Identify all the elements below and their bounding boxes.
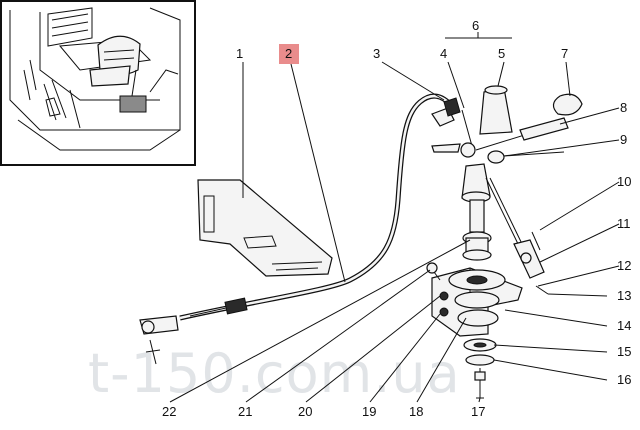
link-rod	[485, 177, 549, 295]
callout-8[interactable]: 8	[620, 100, 627, 115]
callout-22[interactable]: 22	[162, 404, 176, 419]
control-cable	[139, 93, 452, 365]
callout-3[interactable]: 3	[373, 46, 380, 61]
highlight-box-2	[279, 44, 299, 64]
callout-1[interactable]: 1	[236, 46, 243, 61]
callout-18[interactable]: 18	[409, 404, 423, 419]
callout-21[interactable]: 21	[238, 404, 252, 419]
gear-lever-assembly	[431, 85, 583, 261]
lever-bracket	[426, 262, 523, 399]
callout-5[interactable]: 5	[498, 46, 505, 61]
callout-11[interactable]: 11	[617, 216, 631, 231]
callout-2[interactable]: 2	[285, 46, 292, 61]
callout-17[interactable]: 17	[471, 404, 485, 419]
callout-15[interactable]: 15	[617, 344, 631, 359]
callout-14[interactable]: 14	[617, 318, 631, 333]
callout-20[interactable]: 20	[298, 404, 312, 419]
part-1-plate	[197, 179, 333, 277]
callout-6[interactable]: 6	[472, 18, 479, 33]
callout-13[interactable]: 13	[617, 288, 631, 303]
callout-7[interactable]: 7	[561, 46, 568, 61]
leader-lines	[169, 32, 620, 403]
callout-12[interactable]: 12	[617, 258, 631, 273]
callout-9[interactable]: 9	[620, 132, 627, 147]
callout-10[interactable]: 10	[617, 174, 631, 189]
callout-16[interactable]: 16	[617, 372, 631, 387]
cab-inset	[0, 0, 196, 166]
watermark: t-150.com.ua	[88, 342, 461, 405]
callout-labels: 1 2 3 4 5 6 7 8 9 10 11 12 13 14 15 16 1…	[162, 18, 631, 419]
callout-19[interactable]: 19	[362, 404, 376, 419]
callout-4[interactable]: 4	[440, 46, 447, 61]
